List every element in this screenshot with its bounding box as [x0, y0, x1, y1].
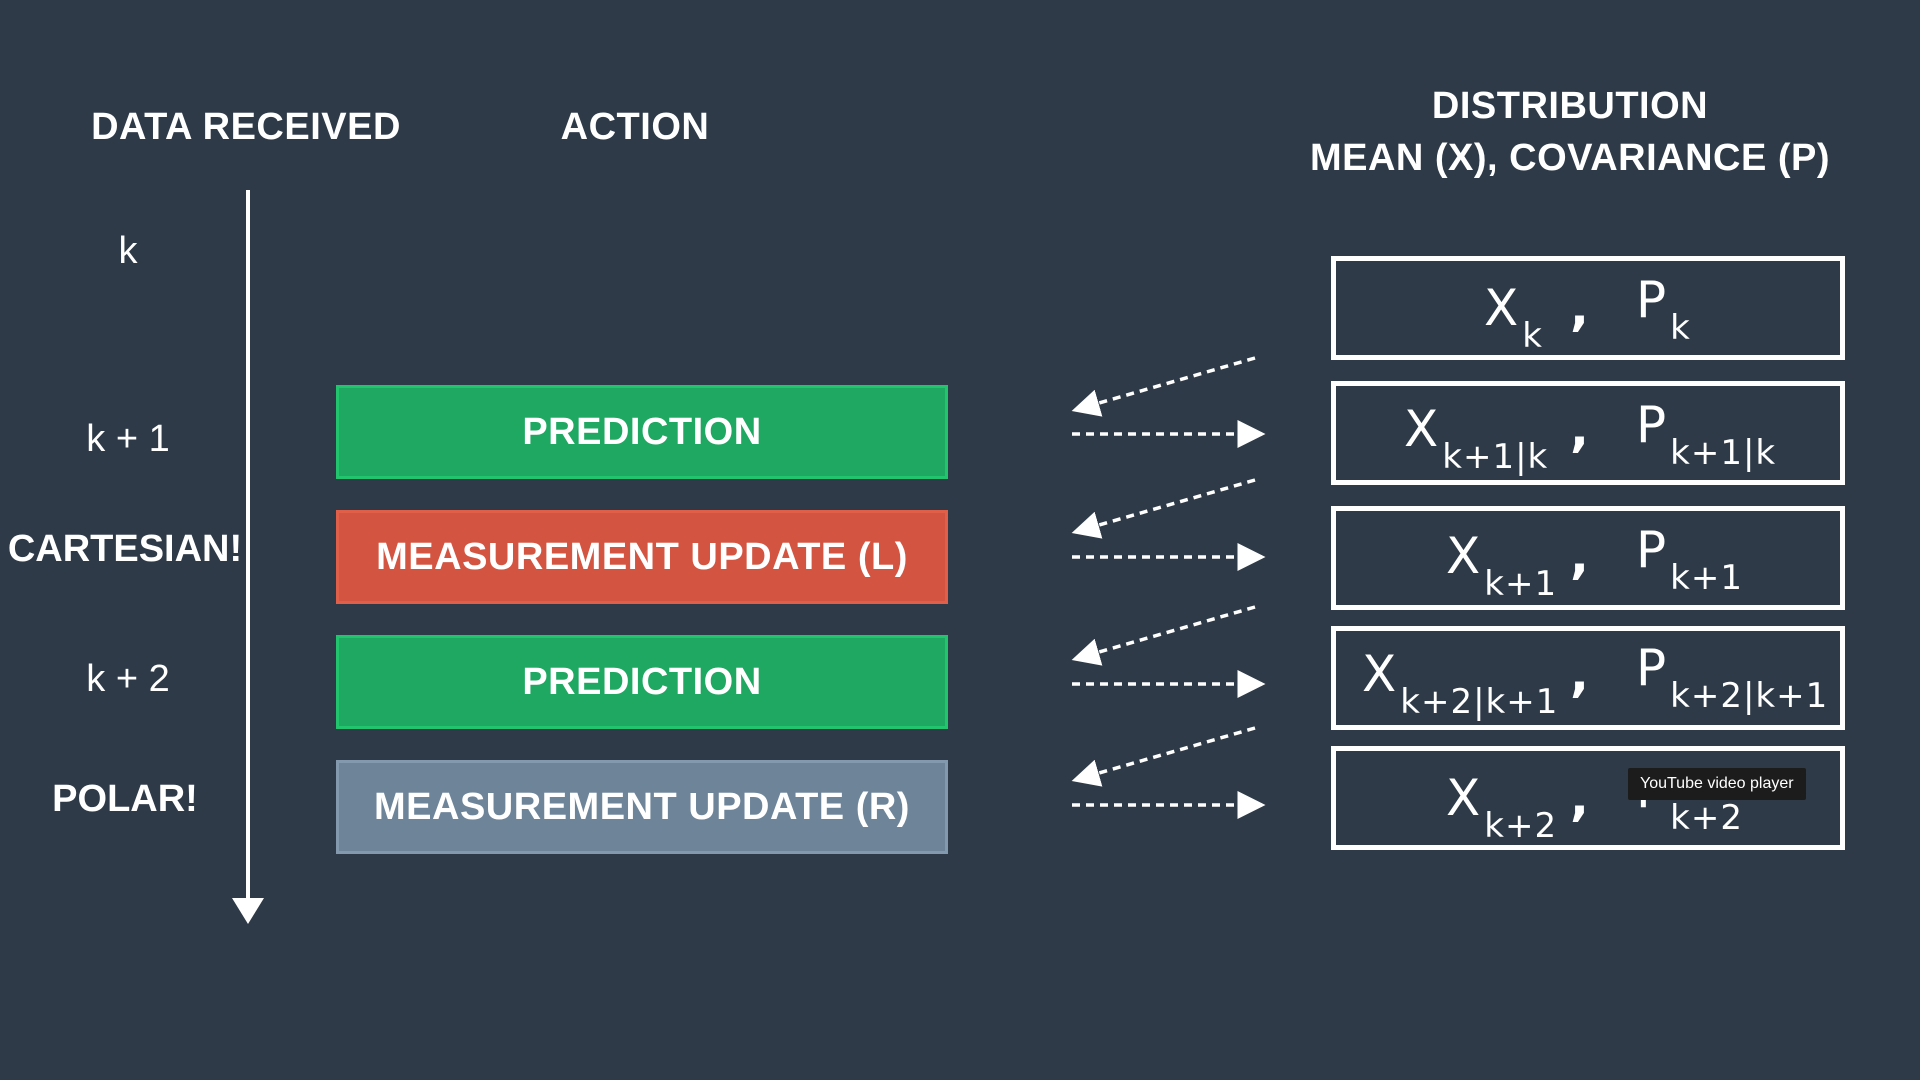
arrow-to-action-2 — [1071, 478, 1256, 539]
header-distribution-title: DISTRIBUTION — [1431, 85, 1709, 127]
timeline-label-k-plus-1: k + 1 — [86, 418, 170, 460]
timeline-label-polar: POLAR! — [52, 778, 198, 820]
arrow-pair-3 — [1071, 605, 1266, 698]
action-label: PREDICTION — [522, 410, 762, 453]
action-measurement-update-r: MEASUREMENT UPDATE (R) — [336, 760, 948, 854]
separator-comma: , — [1570, 645, 1589, 703]
video-player-tooltip: YouTube video player — [1628, 768, 1806, 800]
arrow-pair-4 — [1071, 726, 1266, 819]
arrow-to-action-4 — [1071, 726, 1256, 787]
action-label: MEASUREMENT UPDATE (L) — [376, 535, 908, 578]
timeline-label-k: k — [118, 230, 138, 272]
timeline-arrow-line — [246, 190, 250, 900]
header-distribution-subtitle: MEAN (X), COVARIANCE (P) — [1309, 137, 1831, 179]
action-prediction-2: PREDICTION — [336, 635, 948, 729]
action-label: PREDICTION — [522, 660, 762, 703]
separator-comma: , — [1570, 400, 1589, 458]
action-measurement-update-l: MEASUREMENT UPDATE (L) — [336, 510, 948, 604]
arrow-to-action-1 — [1071, 356, 1256, 417]
action-prediction-1: PREDICTION — [336, 385, 948, 479]
separator-comma: , — [1570, 279, 1589, 337]
arrow-pair-2 — [1071, 478, 1266, 571]
header-data-received: DATA RECEIVED — [91, 106, 401, 148]
separator-comma: , — [1570, 527, 1589, 585]
header-action: ACTION — [560, 106, 710, 148]
action-label: MEASUREMENT UPDATE (R) — [374, 785, 910, 828]
timeline-arrowhead-icon — [232, 898, 264, 924]
arrow-pair-1 — [1071, 356, 1266, 448]
arrow-to-action-3 — [1071, 605, 1256, 666]
timeline-label-cartesian: CARTESIAN! — [7, 528, 243, 570]
timeline-label-k-plus-2: k + 2 — [86, 658, 170, 700]
header-distribution: DISTRIBUTION MEAN (X), COVARIANCE (P) — [1290, 80, 1850, 184]
separator-comma: , — [1570, 769, 1589, 827]
